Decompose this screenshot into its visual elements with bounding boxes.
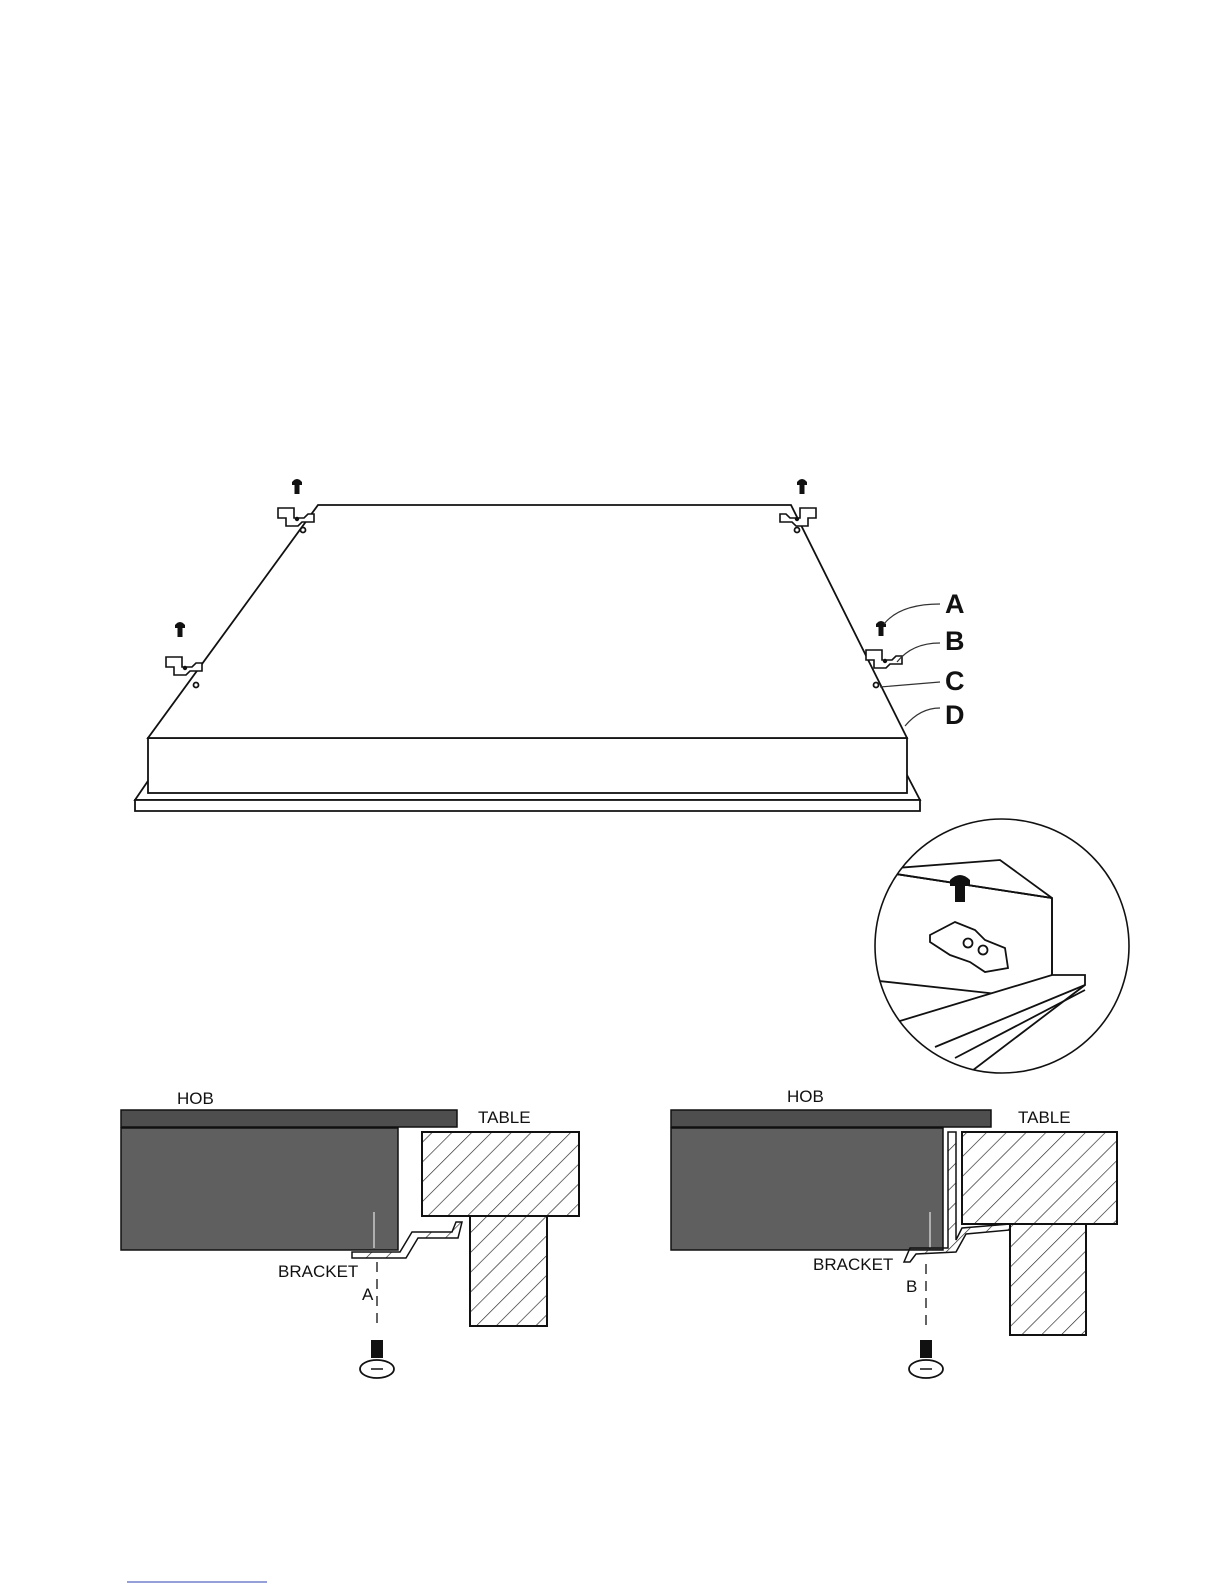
hob-body-a <box>121 1128 398 1250</box>
section-view-a: HOB TABLE BRACKET A <box>121 1089 579 1378</box>
hob-body-b <box>671 1128 943 1250</box>
screw-top-right <box>797 479 807 494</box>
hob-plate-b <box>671 1110 991 1127</box>
screw-section-b <box>909 1340 943 1378</box>
table-top-b <box>962 1132 1117 1224</box>
callout-b-label: B <box>945 626 965 656</box>
table-label-a: TABLE <box>478 1108 531 1127</box>
table-label-b: TABLE <box>1018 1108 1071 1127</box>
screw-section-a <box>360 1340 394 1378</box>
table-leg-b <box>1010 1224 1086 1335</box>
screw-marker-a: A <box>362 1285 374 1304</box>
section-view-b: HOB TABLE BRACKET B <box>671 1087 1117 1378</box>
callout-a-label: A <box>945 589 965 619</box>
hob-perspective-view <box>135 505 920 811</box>
hob-body-top <box>148 505 907 738</box>
bracket-label-a: BRACKET <box>278 1262 358 1281</box>
bracket-label-b: BRACKET <box>813 1255 893 1274</box>
screw-bottom-left <box>175 622 185 637</box>
table-leg-a <box>470 1216 547 1326</box>
hob-label-b: HOB <box>787 1087 824 1106</box>
callout-c-label: C <box>945 666 965 696</box>
callout-d-label: D <box>945 700 965 730</box>
bracket-detail-circle <box>870 819 1129 1080</box>
table-top-a <box>422 1132 579 1216</box>
screw-marker-b: B <box>906 1277 917 1296</box>
hob-body-front <box>148 738 907 793</box>
hob-label-a: HOB <box>177 1089 214 1108</box>
hob-plate-a <box>121 1110 457 1127</box>
screw-top-left <box>292 479 302 494</box>
